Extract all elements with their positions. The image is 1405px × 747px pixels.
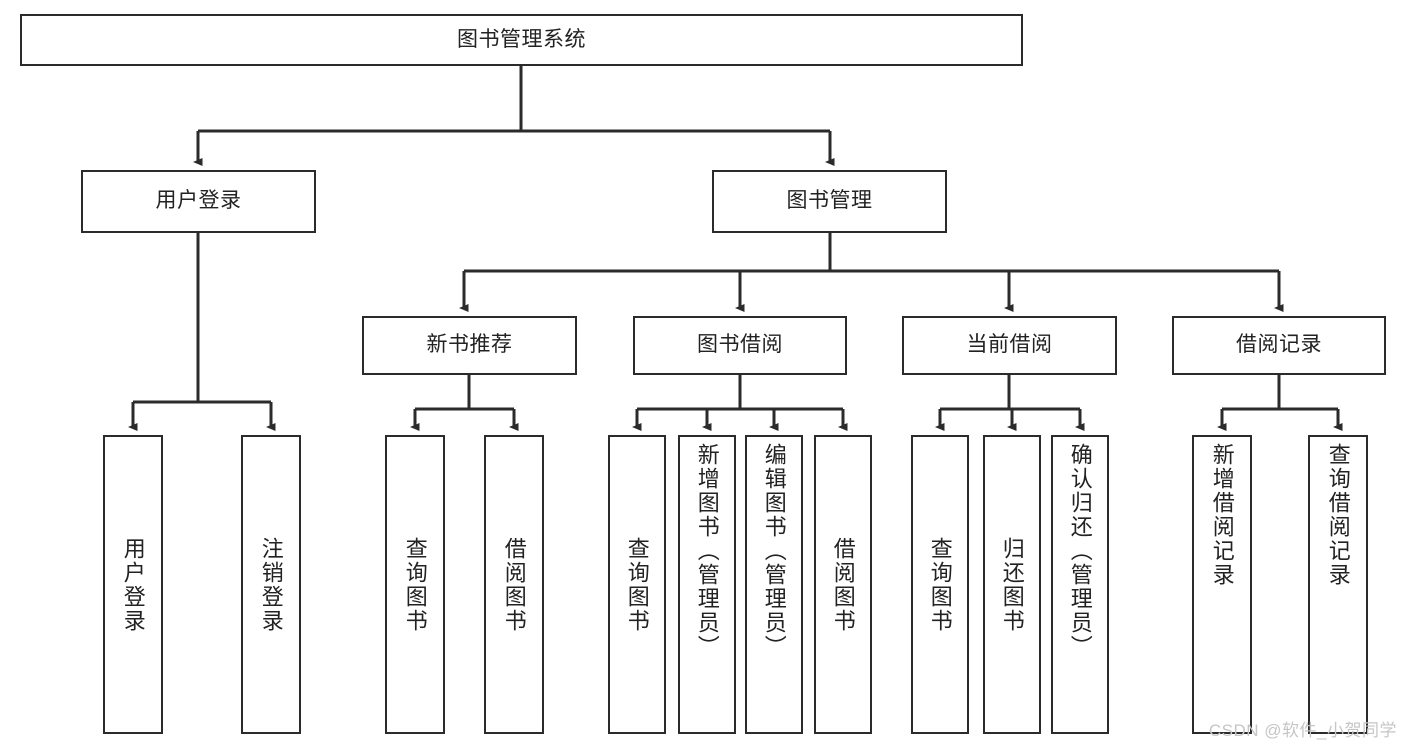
csdn-watermark: CSDN @软件_小贺同学: [1208, 721, 1397, 740]
node-label: 用户登录: [155, 189, 242, 213]
node-book-borrow[interactable]: 图书借阅: [633, 316, 847, 375]
leaf-label: 查询图书: [927, 536, 953, 633]
leaf-node[interactable]: 借阅图书: [814, 435, 872, 734]
leaf-node[interactable]: 查询借阅记录: [1308, 435, 1368, 734]
node-user-login[interactable]: 用户登录: [81, 170, 316, 233]
leaf-label: 归还图书: [999, 536, 1025, 633]
leaf-node[interactable]: 归还图书: [983, 435, 1041, 734]
leaf-label: 借阅图书: [830, 536, 856, 633]
leaf-label: 编辑图书（管理员）: [761, 443, 787, 659]
node-current-borrow[interactable]: 当前借阅: [902, 316, 1117, 375]
node-label: 图书管理: [786, 189, 873, 213]
leaf-node[interactable]: 新增借阅记录: [1192, 435, 1252, 734]
node-root-system[interactable]: 图书管理系统: [20, 14, 1023, 66]
node-label: 借阅记录: [1236, 333, 1322, 357]
leaf-label: 用户登录: [120, 536, 146, 633]
node-book-manage[interactable]: 图书管理: [712, 170, 947, 233]
node-label: 新书推荐: [426, 333, 513, 357]
leaf-node[interactable]: 查询图书: [608, 435, 666, 734]
leaf-node[interactable]: 查询图书: [385, 435, 445, 734]
leaf-label: 确认归还（管理员）: [1067, 443, 1093, 659]
leaf-label: 借阅图书: [501, 536, 527, 633]
leaf-label: 新增图书（管理员）: [694, 443, 720, 659]
leaf-node[interactable]: 新增图书（管理员）: [678, 435, 736, 734]
leaf-node[interactable]: 注销登录: [241, 435, 301, 734]
node-label: 图书借阅: [697, 333, 783, 357]
leaf-label: 新增借阅记录: [1209, 443, 1235, 587]
leaf-node[interactable]: 编辑图书（管理员）: [745, 435, 803, 734]
leaf-node[interactable]: 借阅图书: [484, 435, 544, 734]
leaf-label: 查询借阅记录: [1325, 443, 1351, 587]
leaf-node[interactable]: 确认归还（管理员）: [1051, 435, 1109, 734]
leaf-label: 查询图书: [624, 536, 650, 633]
leaf-node[interactable]: 用户登录: [103, 435, 163, 734]
node-label: 图书管理系统: [457, 27, 586, 51]
node-label: 当前借阅: [966, 333, 1053, 357]
leaf-label: 注销登录: [258, 536, 284, 633]
leaf-node[interactable]: 查询图书: [911, 435, 969, 734]
node-new-book-recommend[interactable]: 新书推荐: [362, 316, 577, 375]
leaf-label: 查询图书: [402, 536, 428, 633]
node-borrow-record[interactable]: 借阅记录: [1172, 316, 1386, 375]
